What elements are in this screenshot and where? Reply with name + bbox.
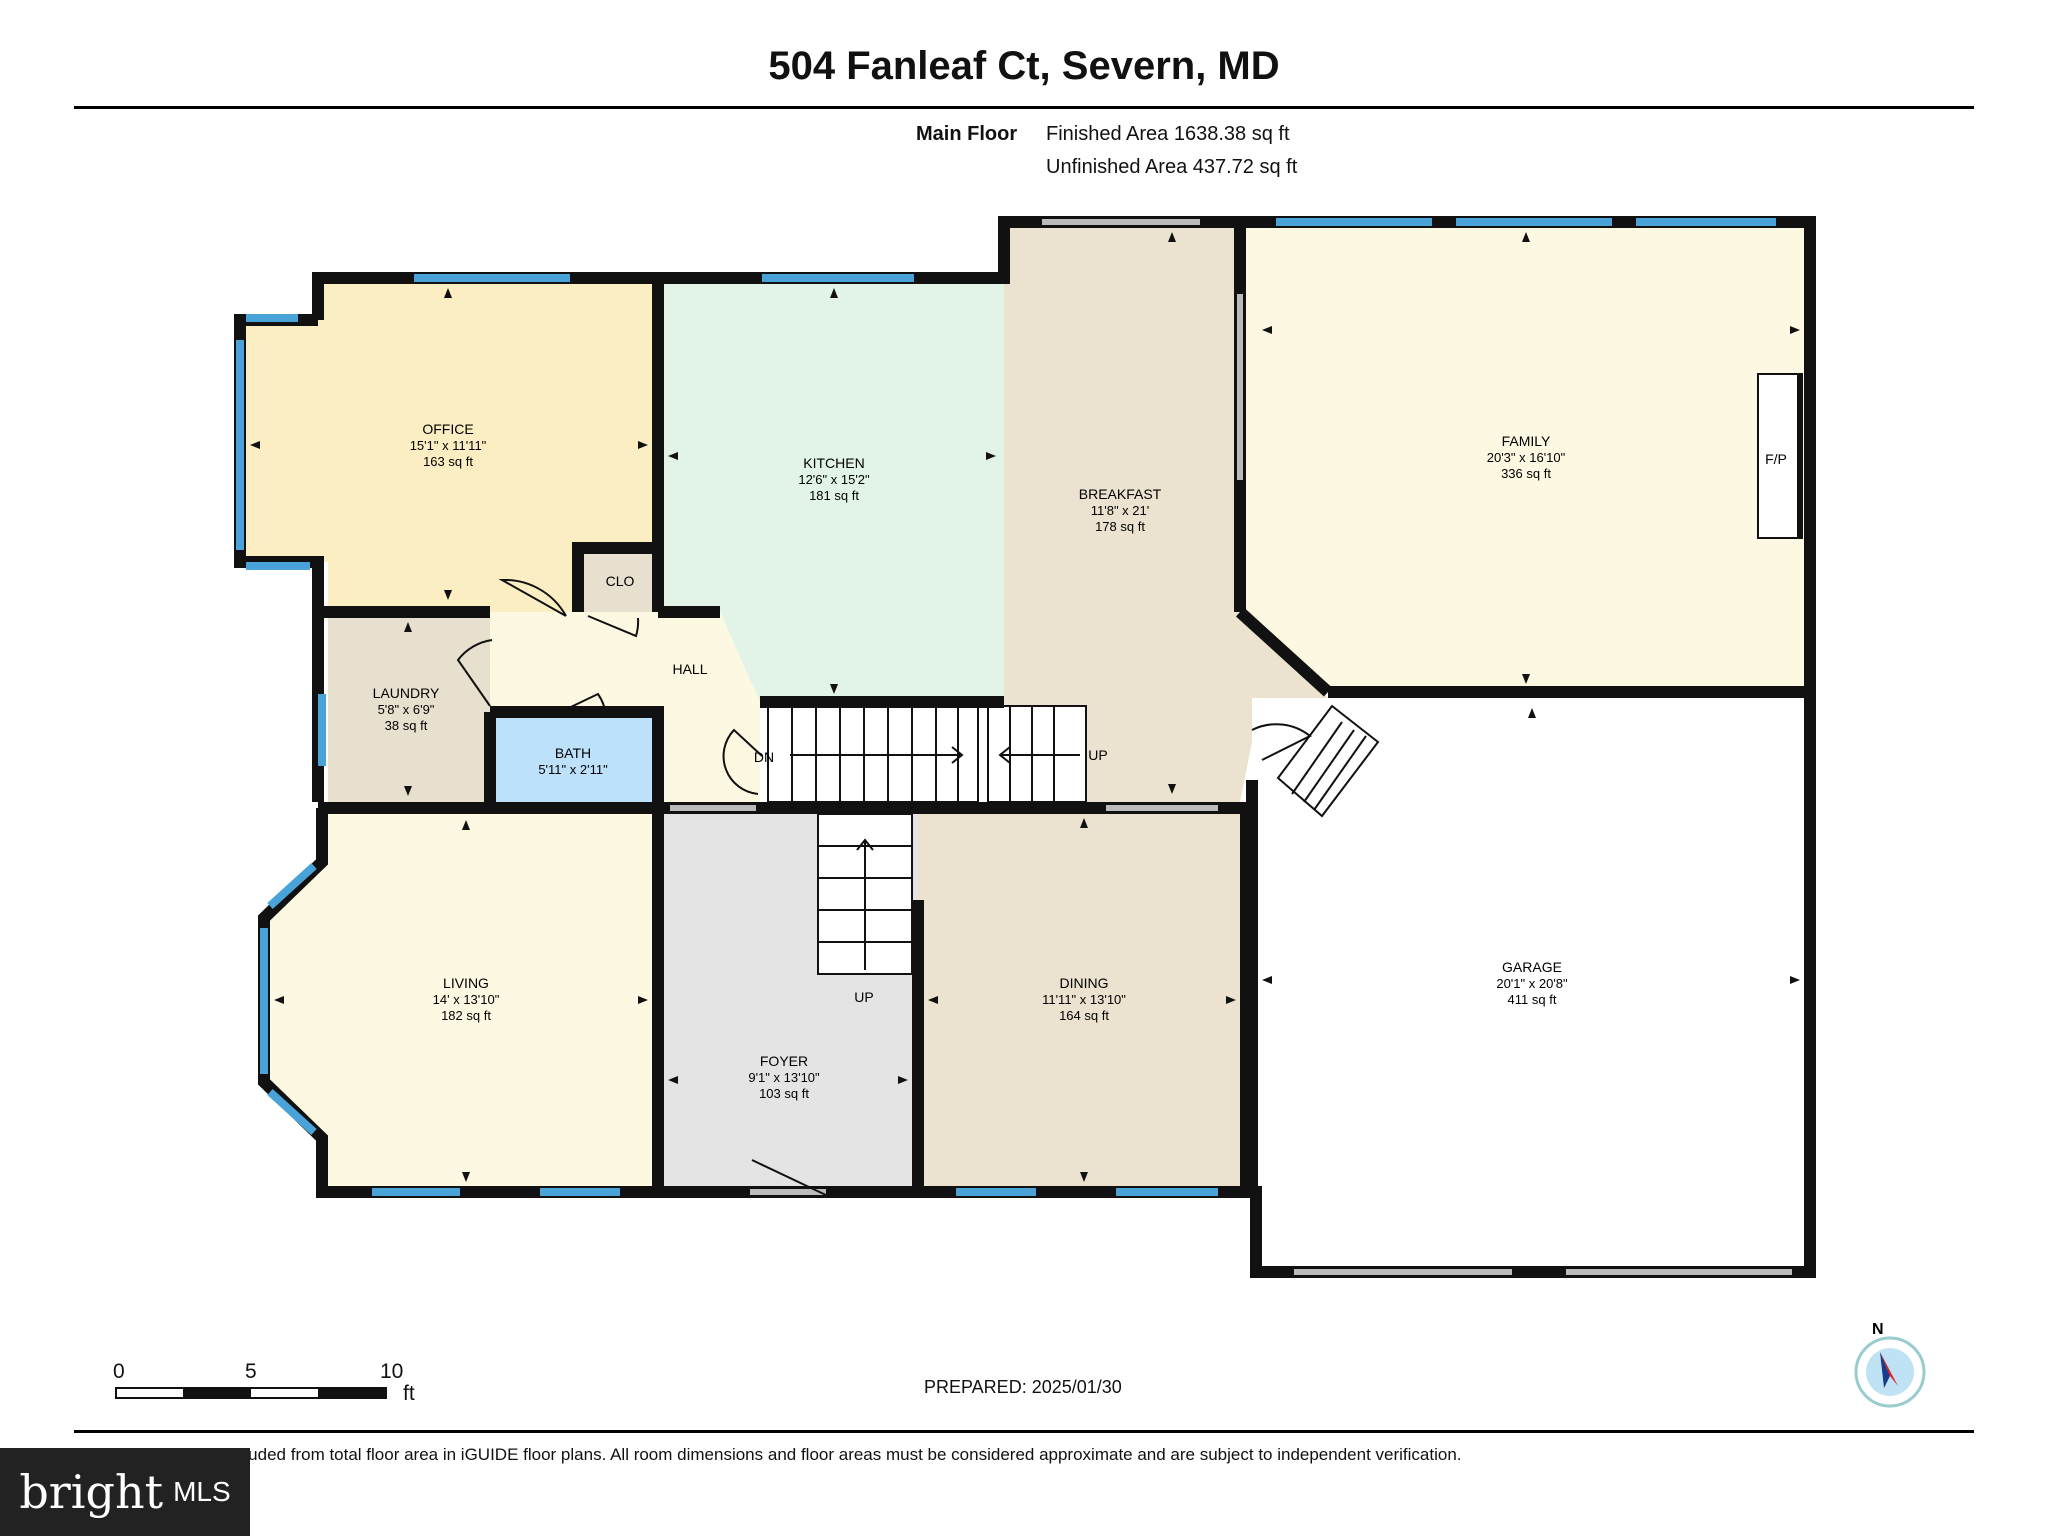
dining-label: DINING 11'11" x 13'10" 164 sq ft — [1042, 975, 1126, 1023]
dining-dims: 11'11" x 13'10" — [1042, 992, 1126, 1007]
laundry-dims: 5'8" x 6'9" — [378, 702, 435, 717]
bath-label: BATH 5'11" x 2'11" — [538, 745, 608, 777]
fireplace-label: F/P — [1765, 451, 1787, 467]
hall-label: HALL — [672, 661, 707, 677]
office-room — [240, 278, 658, 612]
laundry-area: 38 sq ft — [385, 718, 428, 733]
kitchen-name: KITCHEN — [803, 455, 864, 471]
living-area: 182 sq ft — [441, 1008, 491, 1023]
finished-area: Finished Area 1638.38 sq ft — [1046, 123, 1290, 145]
foyer-label: FOYER 9'1" x 13'10" 103 sq ft — [748, 1053, 820, 1101]
office-label: OFFICE 15'1" x 11'11" 163 sq ft — [410, 421, 487, 469]
openings — [670, 219, 1792, 1275]
breakfast-label: BREAKFAST 11'8" x 21' 178 sq ft — [1079, 486, 1162, 534]
scale-label-10: 10 — [380, 1360, 404, 1383]
page-title: 504 Fanleaf Ct, Severn, MD — [768, 44, 1280, 88]
footer-rule — [74, 1430, 1974, 1433]
bath-dims: 5'11" x 2'11" — [538, 762, 608, 777]
family-label: FAMILY 20'3" x 16'10" 336 sq ft — [1487, 433, 1566, 481]
bright-mls-logo: bright MLS — [0, 1448, 250, 1536]
disclaimer: White regions are excluded from total fl… — [80, 1445, 1462, 1464]
foyer-name: FOYER — [760, 1053, 808, 1069]
laundry-label: LAUNDRY 5'8" x 6'9" 38 sq ft — [373, 685, 440, 733]
bath-name: BATH — [555, 745, 591, 761]
living-label: LIVING 14' x 13'10" 182 sq ft — [433, 975, 500, 1023]
kitchen-room — [658, 278, 1004, 702]
garage-label: GARAGE 20'1" x 20'8" 411 sq ft — [1496, 959, 1568, 1007]
dining-area: 164 sq ft — [1059, 1008, 1109, 1023]
windows — [236, 218, 1776, 1196]
family-area: 336 sq ft — [1501, 466, 1551, 481]
compass-icon: N — [1854, 1321, 1926, 1408]
dining-room — [918, 808, 1246, 1192]
family-room — [1240, 222, 1810, 692]
kitchen-label: KITCHEN 12'6" x 15'2" 181 sq ft — [798, 455, 870, 503]
family-dims: 20'3" x 16'10" — [1487, 450, 1566, 465]
closet-label: CLO — [606, 573, 635, 589]
garage-name: GARAGE — [1502, 959, 1562, 975]
living-name: LIVING — [443, 975, 489, 991]
office-name: OFFICE — [422, 421, 473, 437]
foyer-dims: 9'1" x 13'10" — [748, 1070, 820, 1085]
prepared-date: PREPARED: 2025/01/30 — [924, 1377, 1122, 1397]
office-area: 163 sq ft — [423, 454, 473, 469]
laundry-room — [328, 612, 490, 802]
breakfast-room — [1004, 222, 1328, 802]
compass-label: N — [1872, 1321, 1884, 1338]
logo-text: bright — [19, 1465, 164, 1519]
garage-room — [1252, 698, 1810, 1272]
garage-area: 411 sq ft — [1508, 992, 1557, 1007]
foyer-area: 103 sq ft — [759, 1086, 809, 1101]
breakfast-name: BREAKFAST — [1079, 486, 1162, 502]
family-name: FAMILY — [1502, 433, 1551, 449]
door-swings — [456, 578, 1312, 1197]
scale-label-0: 0 — [113, 1360, 125, 1383]
scale-unit: ft — [403, 1382, 415, 1405]
fireplace — [1757, 373, 1803, 539]
scale-label-5: 5 — [245, 1360, 257, 1383]
breakfast-dims: 11'8" x 21' — [1091, 503, 1150, 518]
kitchen-area: 181 sq ft — [809, 488, 859, 503]
kitchen-dims: 12'6" x 15'2" — [798, 472, 870, 487]
scale-bar — [115, 1387, 387, 1399]
bath-room — [490, 712, 658, 802]
logo-suffix: MLS — [173, 1476, 231, 1507]
laundry-name: LAUNDRY — [373, 685, 440, 701]
stairs-down — [767, 705, 979, 803]
dining-name: DINING — [1060, 975, 1109, 991]
living-dims: 14' x 13'10" — [433, 992, 500, 1007]
unfinished-area: Unfinished Area 437.72 sq ft — [1046, 156, 1298, 178]
header-rule — [74, 106, 1974, 109]
living-room — [264, 808, 658, 1192]
stairs-up — [987, 705, 1087, 803]
dimension-arrows — [250, 232, 1800, 1182]
breakfast-area: 178 sq ft — [1095, 519, 1145, 534]
office-dims: 15'1" x 11'11" — [410, 438, 487, 453]
closet-room — [578, 548, 658, 612]
stairs-foyer — [817, 813, 913, 975]
floor-label: Main Floor — [916, 123, 1018, 145]
stairs-up-label: UP — [1088, 747, 1107, 763]
foyer-up-label: UP — [854, 989, 873, 1005]
stairs-garage — [1276, 704, 1380, 818]
garage-dims: 20'1" x 20'8" — [1496, 976, 1568, 991]
stairs-down-label: DN — [754, 749, 774, 765]
